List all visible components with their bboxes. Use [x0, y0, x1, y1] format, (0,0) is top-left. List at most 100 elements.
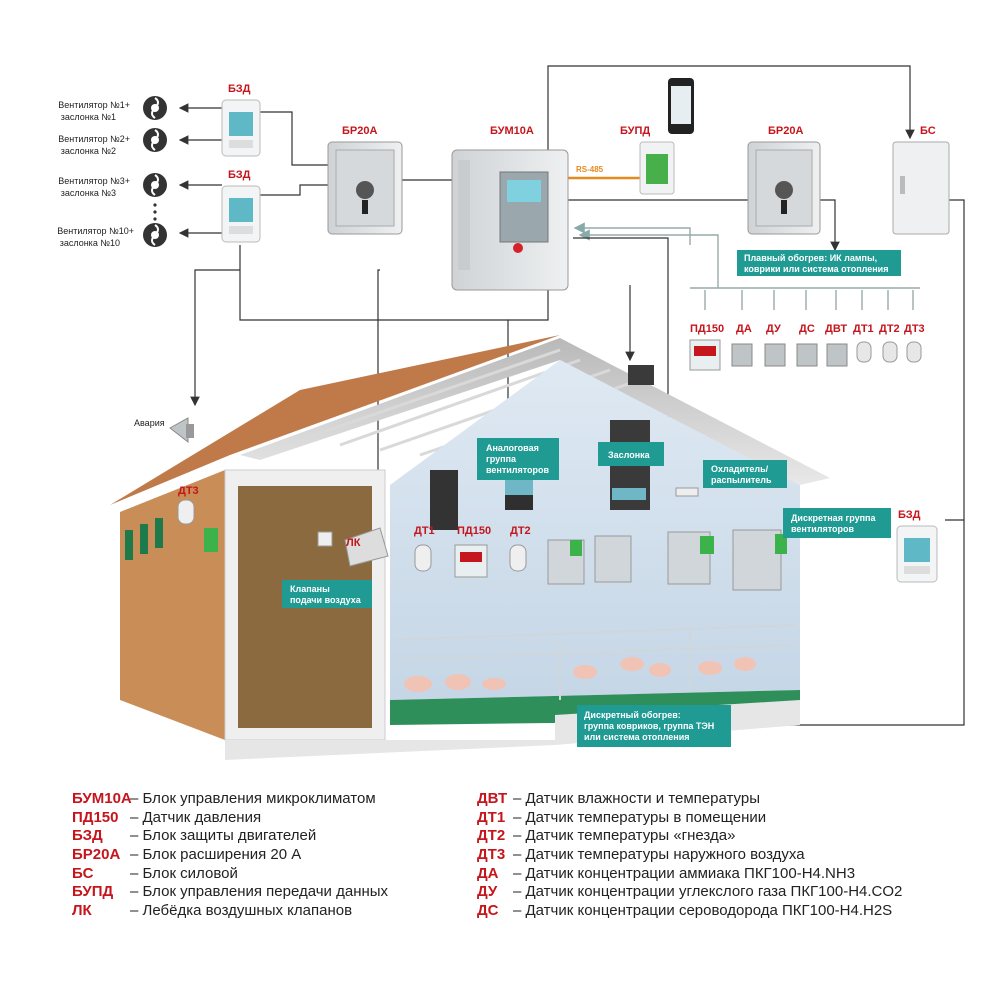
bzd-mid-device: БЗД	[221, 169, 261, 243]
svg-text:Аналоговая: Аналоговая	[486, 443, 539, 453]
svg-text:подачи воздуха: подачи воздуха	[290, 595, 362, 605]
pd150-inside-label: ПД150	[457, 525, 491, 537]
svg-text:коврики или система отопления: коврики или система отопления	[744, 264, 888, 274]
svg-text:БУПД: БУПД	[620, 125, 650, 137]
svg-text:группа ковриков, группа ТЭН: группа ковриков, группа ТЭН	[584, 721, 714, 731]
svg-text:распылитель: распылитель	[711, 475, 772, 485]
air-valves-callout: Клапаны подачи воздуха	[282, 580, 372, 608]
svg-text:ДВТ: ДВТ	[477, 790, 507, 807]
discrete-fans-callout: Дискретная группа вентиляторов	[783, 508, 891, 538]
svg-text:БР20А: БР20А	[72, 846, 120, 863]
svg-text:Дискретная группа: Дискретная группа	[791, 513, 876, 523]
svg-text:– Блок управления микроклимато: – Блок управления микроклиматом	[130, 790, 376, 807]
svg-text:или система отопления: или система отопления	[584, 732, 690, 742]
svg-text:– Лебёдка воздушных клапанов: – Лебёдка воздушных клапанов	[130, 902, 352, 919]
svg-text:заслонка №3: заслонка №3	[61, 188, 116, 198]
svg-text:– Датчик концентрации аммиака: – Датчик концентрации аммиака ПКГ100-Н4.…	[513, 865, 855, 882]
svg-text:Плавный обогрев: ИК лампы,: Плавный обогрев: ИК лампы,	[744, 253, 877, 263]
svg-text:ДУ: ДУ	[477, 883, 498, 900]
svg-text:ДТ3: ДТ3	[904, 323, 925, 335]
discrete-heating-callout: Дискретный обогрев: группа ковриков, гру…	[577, 705, 731, 747]
dt2-inside-icon	[509, 544, 527, 572]
pig-icons	[404, 657, 756, 692]
fan-list: Вентилятор №1+ заслонка №1 Вентилятор №2…	[57, 96, 167, 248]
svg-text:заслонка №2: заслонка №2	[61, 146, 116, 156]
svg-text:БЗД: БЗД	[72, 827, 103, 844]
cooler-callout: Охладитель/ распылитель	[703, 460, 787, 488]
svg-text:– Датчик давления: – Датчик давления	[130, 809, 261, 826]
alarm-label: Авария	[134, 418, 165, 428]
analog-group-callout: Аналоговая группа вентиляторов	[477, 438, 559, 480]
bzd-top-device: БЗД	[221, 83, 261, 157]
svg-text:ДТ1: ДТ1	[853, 323, 874, 335]
svg-text:ДТ2: ДТ2	[477, 827, 505, 844]
svg-text:заслонка №10: заслонка №10	[60, 238, 120, 248]
co2-sensor-icon	[764, 343, 786, 367]
svg-text:БЗД: БЗД	[228, 169, 251, 181]
svg-text:БУПД: БУПД	[72, 883, 114, 900]
svg-text:– Датчик температуры «гнезда»: – Датчик температуры «гнезда»	[513, 827, 735, 844]
svg-text:группа: группа	[486, 454, 517, 464]
svg-text:Заслонка: Заслонка	[608, 450, 651, 460]
svg-text:– Блок управления передачи дан: – Блок управления передачи данных	[130, 883, 389, 900]
cooler-icon	[675, 487, 699, 497]
svg-text:вентиляторов: вентиляторов	[486, 465, 550, 475]
svg-text:Охладитель/: Охладитель/	[711, 464, 769, 474]
svg-text:Клапаны: Клапаны	[290, 584, 330, 594]
legend-right: ДВТ – Датчик влажности и температуры ДТ1…	[477, 790, 902, 919]
ammonia-sensor-icon	[731, 343, 753, 367]
damper-callout: Заслонка	[598, 442, 664, 466]
fan-2-label: Вентилятор №2+	[58, 134, 130, 144]
svg-text:ПД150: ПД150	[690, 323, 724, 335]
svg-text:– Датчик концентрации сероводо: – Датчик концентрации сероводорода ПКГ10…	[513, 902, 892, 919]
discrete-fan-icons	[547, 529, 787, 591]
svg-text:БЗД: БЗД	[228, 83, 251, 95]
svg-text:БЗД: БЗД	[898, 509, 921, 521]
br20a-left-device: БР20А	[327, 125, 403, 235]
fan-3-label: Вентилятор №3+	[58, 176, 130, 186]
svg-text:– Блок защиты двигателей: – Блок защиты двигателей	[130, 827, 316, 844]
lk-winch-icon	[317, 527, 389, 567]
dt1-inside-icon	[414, 544, 432, 572]
svg-text:БУМ10А: БУМ10А	[490, 125, 534, 137]
svg-text:БС: БС	[920, 125, 936, 137]
svg-text:– Блок силовой: – Блок силовой	[130, 865, 238, 882]
svg-text:ДС: ДС	[477, 902, 499, 919]
h2s-sensor-icon	[796, 343, 818, 367]
svg-text:ДТ3: ДТ3	[477, 846, 505, 863]
svg-text:вентиляторов: вентиляторов	[791, 524, 855, 534]
legend-left: БУМ10А – Блок управления микроклиматом П…	[72, 790, 389, 919]
dt1-sensor-icon	[856, 341, 872, 363]
svg-text:ПД150: ПД150	[72, 809, 119, 826]
svg-text:– Датчик влажности и температу: – Датчик влажности и температуры	[513, 790, 760, 807]
svg-text:ДУ: ДУ	[766, 323, 781, 335]
bzd-right-device: БЗД	[896, 509, 938, 583]
svg-text:ЛК: ЛК	[72, 902, 93, 919]
svg-text:ДС: ДС	[799, 323, 815, 335]
svg-text:БР20А: БР20А	[342, 125, 377, 137]
smooth-heating-callout: Плавный обогрев: ИК лампы, коврики или с…	[737, 250, 901, 276]
humidity-sensor-icon	[826, 343, 848, 367]
svg-text:– Датчик концентрации углексло: – Датчик концентрации углекслого газа ПК…	[513, 883, 902, 900]
svg-text:заслонка №1: заслонка №1	[61, 112, 116, 122]
svg-text:ДТ2: ДТ2	[879, 323, 900, 335]
svg-text:БС: БС	[72, 865, 94, 882]
dt3-sensor-icon	[906, 341, 922, 363]
dt3-outside-label: ДТ3	[178, 485, 199, 497]
dt2-sensor-icon	[882, 341, 898, 363]
smartphone-icon	[668, 78, 694, 134]
dt1-inside-label: ДТ1	[414, 525, 435, 537]
barn-illustration	[110, 335, 830, 760]
svg-text:БР20А: БР20А	[768, 125, 803, 137]
ellipsis-dot	[153, 203, 157, 207]
alarm-siren-icon	[169, 417, 194, 444]
bupd-device: БУПД	[620, 125, 675, 195]
fan-10-label: Вентилятор №10+	[57, 226, 134, 236]
svg-text:– Блок расширения 20 А: – Блок расширения 20 А	[130, 846, 301, 863]
rs485-label: RS-485	[576, 165, 604, 174]
svg-text:БУМ10А: БУМ10А	[72, 790, 132, 807]
br20a-right-device: БР20А	[747, 125, 821, 235]
svg-text:– Датчик температуры наружного: – Датчик температуры наружного воздуха	[513, 846, 805, 863]
bum10a-device: БУМ10А	[451, 125, 569, 291]
